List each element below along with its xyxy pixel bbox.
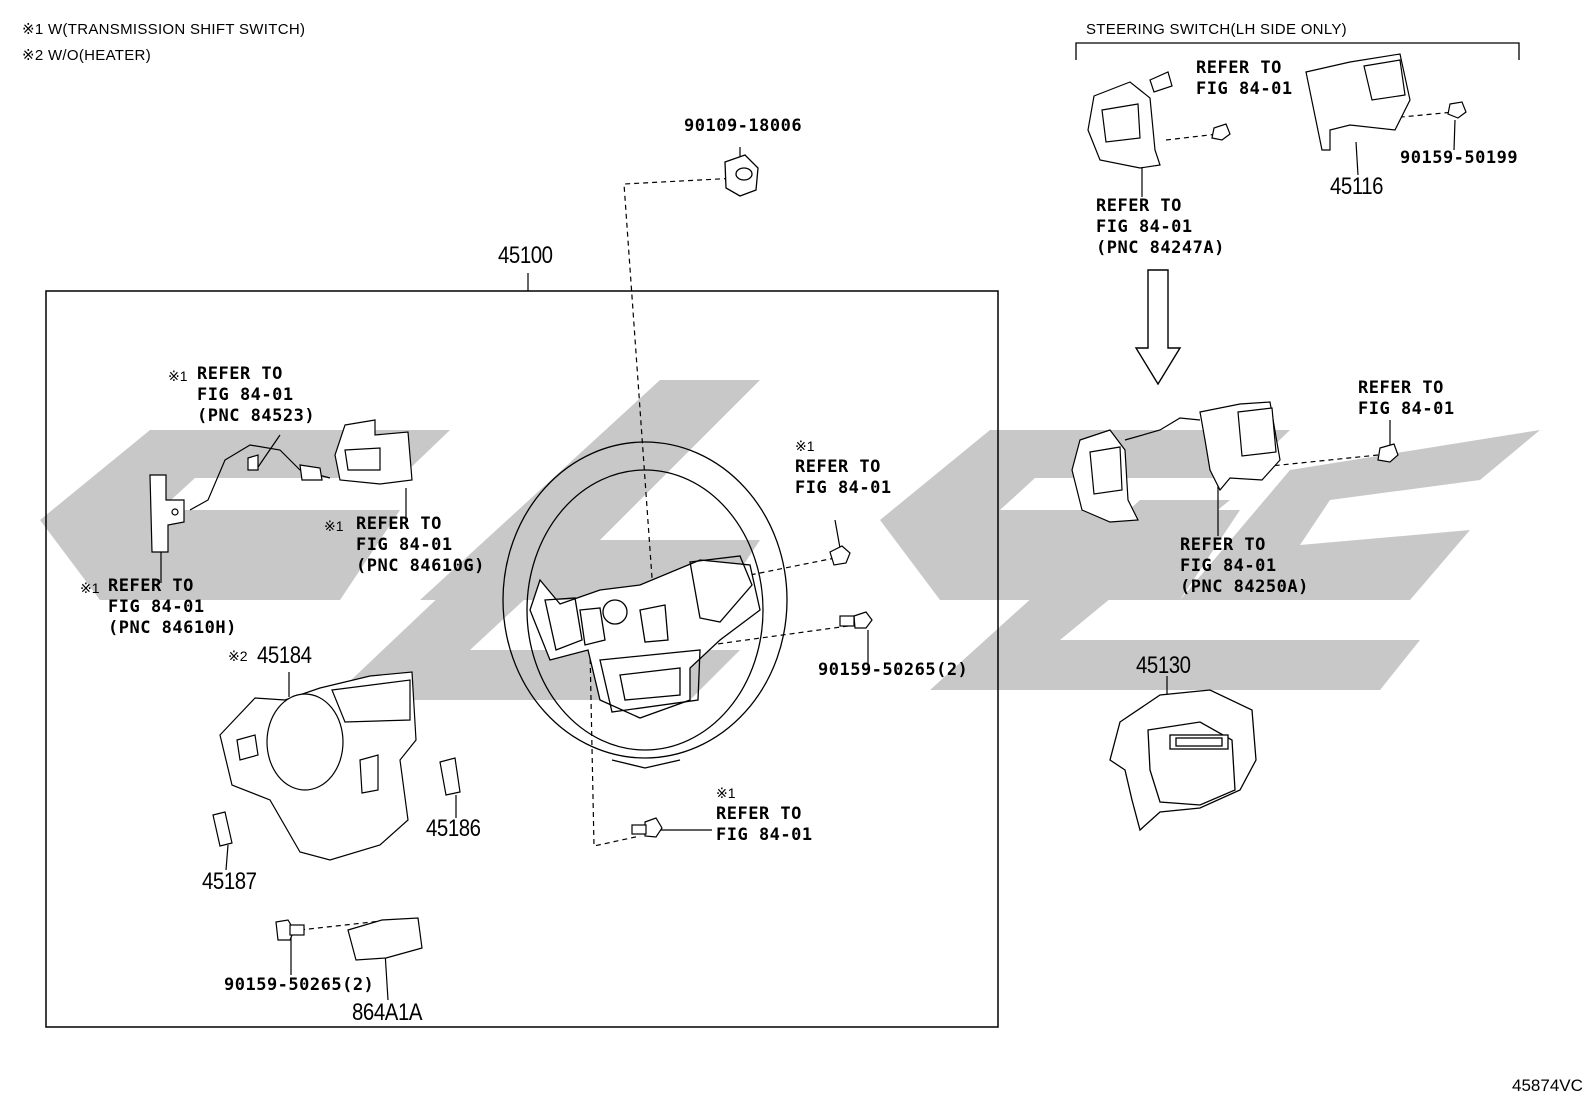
ref-label-switch-right: REFER TO FIG 84-01 xyxy=(1358,378,1455,419)
down-arrow-icon xyxy=(1134,269,1182,386)
steering-switch-group-title: STEERING SWITCH(LH SIDE ONLY) xyxy=(1086,21,1347,38)
part-number-864A1A: 864A1A xyxy=(352,999,423,1026)
bolts-main xyxy=(275,545,873,941)
part-number-90109-18006: 90109-18006 xyxy=(684,116,803,136)
part-number-90159-50265-a: 90159-50265(2) xyxy=(818,660,969,680)
note-2: ※2 W/O(HEATER) xyxy=(22,47,151,64)
part-number-45100: 45100 xyxy=(498,242,553,269)
part-864A1A xyxy=(347,917,423,961)
ref-label-84247A: REFER TO FIG 84-01 (PNC 84247A) xyxy=(1096,196,1225,258)
part-45186 xyxy=(439,757,461,796)
mark-star1-bolt-lower: ※1 xyxy=(716,785,736,801)
note-1: ※1 W(TRANSMISSION SHIFT SWITCH) xyxy=(22,21,306,38)
steering-switch-assembly xyxy=(1071,401,1399,523)
part-45187 xyxy=(212,811,233,847)
ref-label-bolt-lower: REFER TO FIG 84-01 xyxy=(716,804,813,845)
mark-star1-84610G: ※1 xyxy=(324,518,344,534)
mark-star1-84523: ※1 xyxy=(168,368,188,384)
mark-star1-84610H: ※1 xyxy=(80,580,100,596)
airbag-45130 xyxy=(1109,689,1257,832)
mark-star1-bolt-upper: ※1 xyxy=(795,438,815,454)
mark-star2-45184: ※2 xyxy=(228,648,248,664)
ref-label-84250A: REFER TO FIG 84-01 (PNC 84250A) xyxy=(1180,535,1309,597)
ref-label-bolt-upper: REFER TO FIG 84-01 xyxy=(795,457,892,498)
part-number-45116: 45116 xyxy=(1330,173,1384,200)
part-number-90159-50199: 90159-50199 xyxy=(1400,148,1519,168)
ref-label-84610G: REFER TO FIG 84-01 (PNC 84610G) xyxy=(356,514,485,576)
steering-wheel-45100 xyxy=(502,441,788,769)
part-number-45184: 45184 xyxy=(257,642,312,669)
watermark-logo xyxy=(40,380,1540,700)
bush-90109-18006 xyxy=(724,154,759,197)
steering-switch-bracket xyxy=(1075,42,1520,60)
part-number-45130: 45130 xyxy=(1136,652,1191,679)
assembly-frame xyxy=(45,290,999,1028)
ref-label-84523: REFER TO FIG 84-01 (PNC 84523) xyxy=(197,364,316,426)
ref-label-switch-top: REFER TO FIG 84-01 xyxy=(1196,58,1293,99)
part-number-45187: 45187 xyxy=(202,868,257,895)
part-number-90159-50265-b: 90159-50265(2) xyxy=(224,975,375,995)
lower-cover-45184 xyxy=(219,671,417,861)
ref-label-84610H: REFER TO FIG 84-01 (PNC 84610H) xyxy=(108,576,237,638)
steering-switch-top xyxy=(1087,53,1467,169)
diagram-code: 45874VC xyxy=(1512,1076,1583,1095)
part-number-45186: 45186 xyxy=(426,815,481,842)
shift-switch-parts xyxy=(149,419,413,553)
